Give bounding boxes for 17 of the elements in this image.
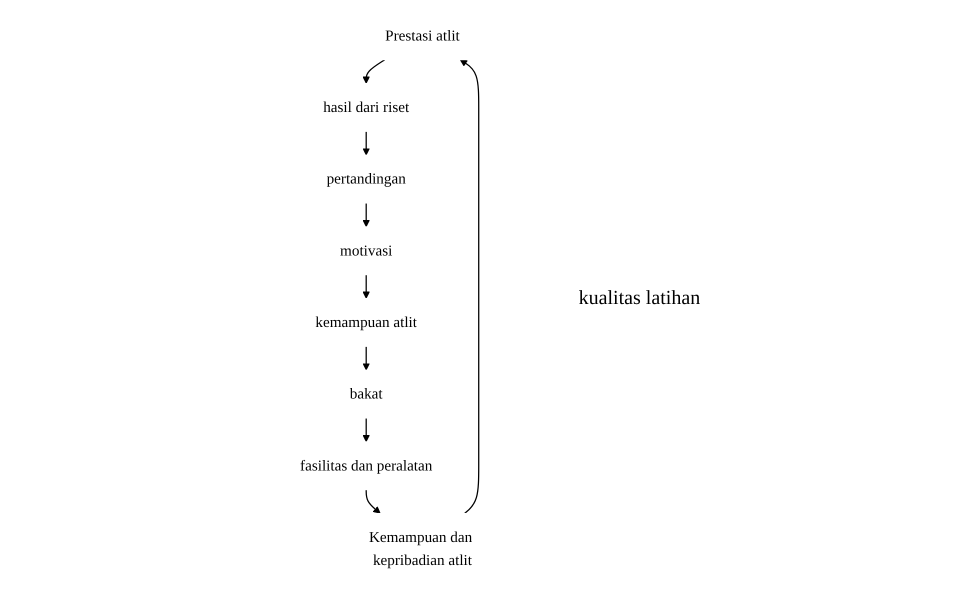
node-text: bakat <box>350 385 382 402</box>
arrow <box>362 131 370 156</box>
note-text: kualitas latihan <box>578 286 700 310</box>
arrow <box>362 274 370 299</box>
arrow <box>362 59 385 84</box>
arrow <box>362 346 370 370</box>
node-text: Prestasi atlit <box>384 26 460 44</box>
node-text: kemampuan atlit <box>315 314 417 330</box>
arrow <box>365 490 380 514</box>
node-text: hasil dari riset <box>322 98 409 116</box>
node-text: motivasi <box>340 242 392 259</box>
arrow <box>460 59 480 514</box>
node-text: pertandingan <box>326 170 406 188</box>
node-text: fasilitas dan peralatan <box>300 456 432 474</box>
arrow <box>362 418 370 442</box>
arrow <box>362 203 370 228</box>
node-text: Kemampuan dan kepribadian atlit <box>368 528 472 568</box>
